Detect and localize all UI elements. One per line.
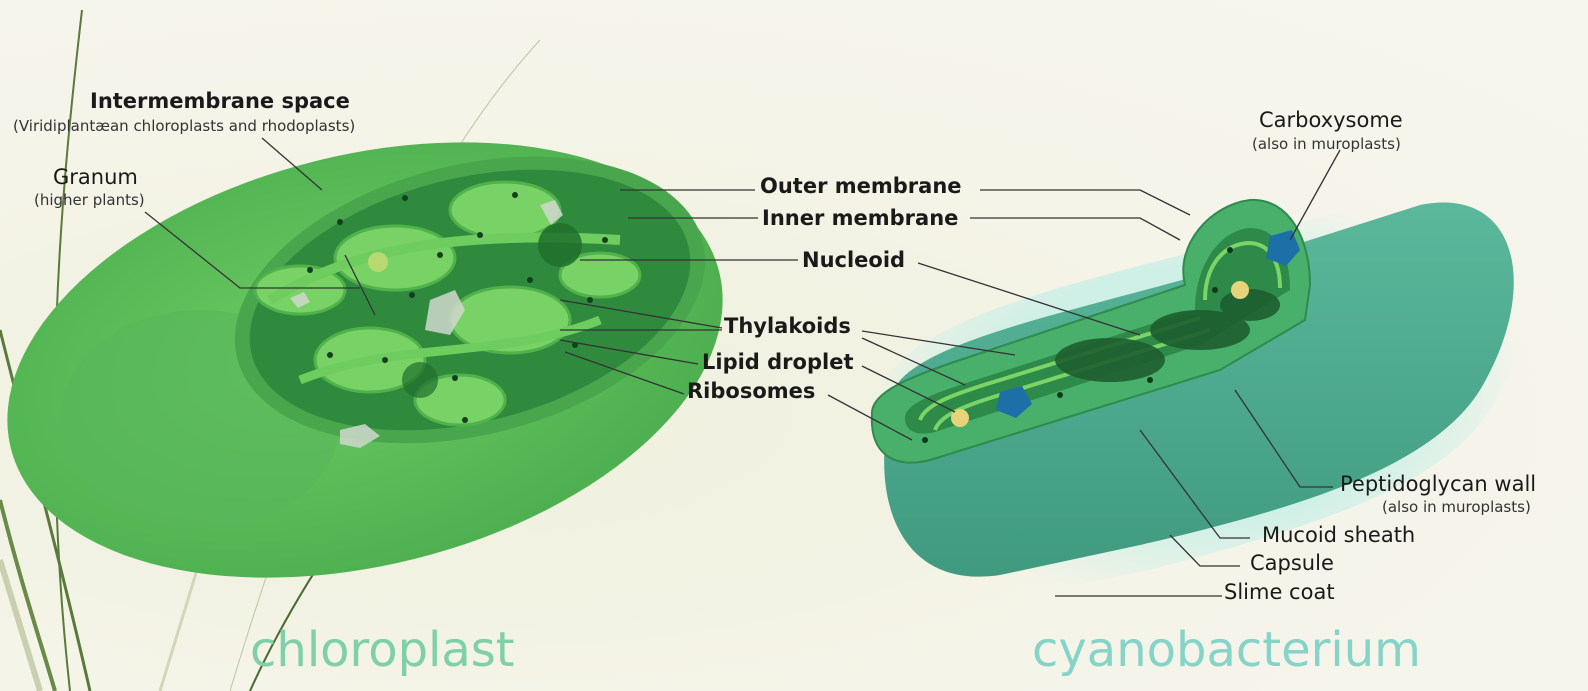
label-carboxysome-note: (also in muroplasts) bbox=[1252, 137, 1401, 152]
label-outer-membrane: Outer membrane bbox=[760, 176, 962, 197]
label-intermembrane-space-note: (Viridiplantæan chloroplasts and rhodopl… bbox=[13, 119, 355, 134]
label-lipid-droplet: Lipid droplet bbox=[702, 352, 853, 373]
label-thylakoids: Thylakoids bbox=[724, 316, 851, 337]
label-capsule: Capsule bbox=[1250, 553, 1334, 574]
title-cyanobacterium: cyanobacterium bbox=[1032, 626, 1421, 674]
label-granum: Granum bbox=[53, 167, 138, 188]
label-nucleoid: Nucleoid bbox=[802, 250, 905, 271]
label-inner-membrane: Inner membrane bbox=[762, 208, 958, 229]
cyanobacterium-figure bbox=[865, 188, 1530, 603]
label-ribosomes: Ribosomes bbox=[687, 381, 815, 402]
label-intermembrane-space: Intermembrane space bbox=[90, 91, 350, 112]
label-mucoid-sheath: Mucoid sheath bbox=[1262, 525, 1415, 546]
label-slime-coat: Slime coat bbox=[1224, 582, 1335, 603]
label-granum-note: (higher plants) bbox=[34, 193, 145, 208]
label-peptidoglycan-wall: Peptidoglycan wall bbox=[1340, 474, 1536, 495]
chloroplast-figure bbox=[0, 73, 769, 647]
label-peptidoglycan-note: (also in muroplasts) bbox=[1382, 500, 1531, 515]
label-carboxysome: Carboxysome bbox=[1259, 110, 1403, 131]
title-chloroplast: chloroplast bbox=[250, 626, 515, 674]
